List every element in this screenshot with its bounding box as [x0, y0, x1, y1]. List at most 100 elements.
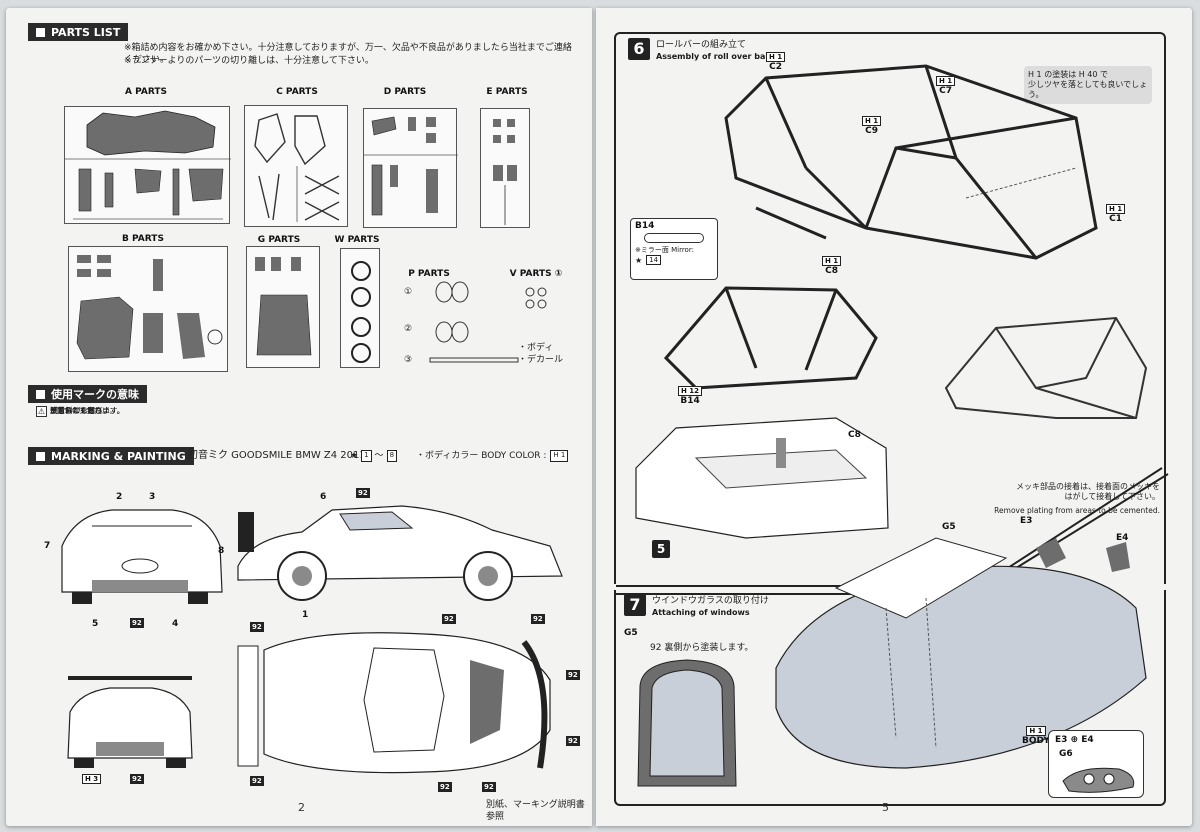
plating-note-en: Remove plating from areas to be cemented… [994, 506, 1160, 515]
runner-d-parts [364, 116, 458, 216]
mirror-part-icon [644, 233, 704, 243]
parts-note-2: ※ランナーよりのパーツの切り離しは、十分注意して下さい。 [124, 56, 374, 66]
marks-title: 使用マークの意味 [51, 388, 139, 401]
callout-top-92d: 92 [566, 736, 580, 746]
mirror-decal: ★14 [635, 255, 713, 265]
p-item-3: ③ [404, 355, 413, 365]
mirror-decal-number: 14 [646, 255, 662, 265]
g5-label-left: G5 [624, 628, 638, 638]
runner-g-frame [246, 246, 320, 368]
c1-label: C1 [1109, 214, 1123, 224]
p-item-1: ① [404, 287, 413, 297]
star-icon: ★ [350, 451, 359, 461]
step6-title-jp: ロールバーの組み立て [656, 40, 747, 50]
callout-front-8: 8 [218, 546, 225, 556]
c9-label: C9 [865, 126, 879, 136]
callout-rear-h3: H 3 [82, 774, 102, 784]
callout-top-92e: 92 [250, 776, 264, 786]
runner-w-parts [351, 261, 371, 363]
car-name: 初音ミク GOODSMILE BMW Z4 2011 [188, 450, 366, 461]
plating-note-jp: メッキ部品の接着は、接着面のメッキを はがして接着して下さい。 [1016, 482, 1160, 501]
section-square-icon [36, 27, 45, 37]
runner-e-frame [480, 108, 530, 228]
runner-g-parts [255, 257, 312, 356]
rollbar-complete-drawing [944, 316, 1148, 419]
runner-w-label: W PARTS [334, 235, 380, 245]
p-parts-drawing [429, 281, 519, 363]
body-windows-drawing [775, 537, 1147, 769]
step6-tip: H 1 の塗装は H 40 で 少しツヤを落としても良いでしょう。 [1024, 66, 1152, 104]
left-page-number: 2 [298, 801, 305, 814]
parts-list-header: PARTS LIST [28, 23, 129, 41]
runner-e-parts [493, 119, 517, 225]
callout-front-7: 7 [44, 541, 51, 551]
right-page: 6 ロールバーの組み立て Assembly of roll over bar H… [596, 8, 1192, 826]
body-color: ・ボディカラー BODY COLOR : H 1 [416, 450, 569, 462]
arrow-step-5: 5 [652, 540, 670, 558]
callout-side-92a: 92 [356, 488, 370, 498]
car-front-view [61, 509, 223, 604]
mirror-box: B14 ※ミラー面 Mirror: ★14 [630, 218, 718, 280]
runner-w-frame [340, 248, 380, 368]
body-paint-code: H 1 [1026, 726, 1046, 736]
callout-side-6: 6 [320, 492, 327, 502]
mark-jp: 注意してください。 [50, 406, 118, 415]
car-side-view [237, 505, 563, 601]
left-page: PARTS LIST ※箱詰め内容をお確かめ下さい。十分注意しておりますが、万一… [6, 8, 592, 826]
right-page-number: 5 [882, 801, 889, 814]
callout-front-2: 2 [116, 492, 123, 502]
decal-to: 8 [386, 450, 398, 462]
mark-jp: とちらかを選びます。 [50, 406, 125, 415]
mark-jp: 2個つくります。 [50, 406, 107, 415]
callout-front-3: 3 [149, 492, 156, 502]
body-color-label: ・ボディカラー BODY COLOR : [416, 451, 547, 461]
c8-label: C8 [825, 266, 839, 276]
step7-title-jp: ウインドウガラスの取り付け [652, 596, 769, 606]
car-top-view [237, 632, 551, 774]
callout-side-92b: 92 [531, 614, 545, 624]
runner-e-label: E PARTS [486, 87, 528, 97]
g5-label-right: G5 [942, 522, 956, 532]
tub-with-rollbar-drawing [635, 286, 889, 539]
step7-title-en: Attaching of windows [652, 608, 750, 617]
marking-footer-note: 別紙、マーキング説明書参照 [486, 800, 585, 822]
extra-decal: ・デカール [518, 355, 564, 365]
body-label: BODY [1022, 736, 1050, 746]
mark-caution: ⚠注意してください。 [36, 406, 117, 417]
callout-rear-92: 92 [130, 774, 144, 784]
callout-top-92b: 92 [442, 614, 456, 624]
g6-label: G6 [1059, 749, 1073, 759]
marking-title: MARKING & PAINTING [51, 449, 186, 463]
step7-frame [614, 590, 1166, 806]
extra-body: ・ボディ [518, 343, 554, 353]
c7-label: C7 [939, 86, 953, 96]
runner-b-label: B PARTS [122, 234, 164, 244]
step6-title: ロールバーの組み立て Assembly of roll over bar [656, 40, 769, 63]
callout-front-4: 4 [172, 619, 179, 629]
callout-top-92c: 92 [566, 670, 580, 680]
runner-p-label: P PARTS [408, 269, 450, 279]
callout-side-1: 1 [302, 610, 309, 620]
runner-v-label: V PARTS ① [509, 269, 563, 279]
v-parts-drawing [525, 287, 547, 309]
c2-label: C2 [769, 62, 783, 72]
section-square-icon [36, 451, 45, 461]
runner-c-frame [244, 105, 348, 227]
step6-frame [614, 32, 1166, 584]
p-item-2: ② [404, 324, 413, 334]
runner-c-parts [254, 113, 340, 222]
mark-jp: デカールをはります。 [50, 406, 125, 415]
e3-e4-label: E3 ⊕ E4 [1055, 735, 1094, 745]
callout-front-92: 92 [130, 618, 144, 628]
g6-inset: E3 ⊕ E4 G6 [1048, 730, 1144, 798]
body-color-code: H 1 [550, 450, 569, 462]
e4-label: E4 [1116, 533, 1129, 543]
marks-header: 使用マークの意味 [28, 385, 147, 403]
decal-range: ★ 1 〜 8 [350, 450, 398, 462]
star-icon: ★ [635, 255, 643, 265]
mirror-box-title: B14 [635, 221, 655, 231]
parts-note-1: ※箱詰め内容をお確かめ下さい。十分注意しておりますが、万一、欠品や不良品がありま… [124, 43, 572, 65]
